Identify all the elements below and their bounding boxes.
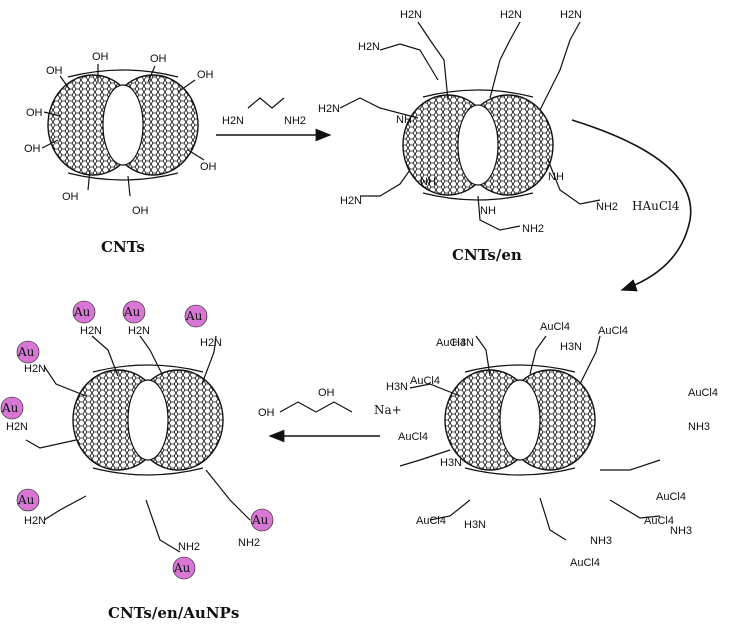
svg-text:OH: OH [92,51,109,63]
svg-text:H2N: H2N [560,9,582,21]
svg-text:OH: OH [132,205,149,217]
svg-text:Au: Au [123,305,141,319]
svg-text:Au: Au [73,305,91,319]
haucl4-reagent: HAuCl4 [632,199,680,213]
en-reagent: H2N NH2 [222,97,306,127]
cnt-en-structure [339,21,601,231]
svg-text:Au: Au [17,345,35,359]
svg-text:AuCl4: AuCl4 [656,491,686,503]
svg-text:Au: Au [173,561,191,575]
svg-text:AuCl4: AuCl4 [540,321,570,333]
cnt-salt-structure [399,335,661,541]
svg-text:OH: OH [258,407,275,419]
svg-text:H2N: H2N [24,515,46,527]
svg-text:H2N: H2N [6,421,28,433]
svg-text:OH: OH [318,387,335,399]
svg-text:H3N: H3N [560,341,582,353]
svg-text:Au: Au [185,309,203,323]
svg-text:AuCl4: AuCl4 [598,325,628,337]
au-labels: Au Au Au Au Au Au Au Au [1,305,269,575]
svg-text:OH: OH [24,143,41,155]
svg-text:OH: OH [200,161,217,173]
svg-text:H2N: H2N [200,337,222,349]
svg-text:NH: NH [396,114,412,126]
svg-text:NH2: NH2 [522,223,544,235]
svg-text:H3N: H3N [440,457,462,469]
salt-labels: AuCl4 AuCl4 AuCl4 AuCl4 AuCl4 AuCl4 AuCl… [386,321,718,569]
svg-text:NH3: NH3 [688,421,710,433]
svg-text:NH: NH [420,176,436,188]
reaction-arrow-2 [571,119,692,292]
svg-text:NH: NH [548,171,564,183]
svg-text:OH: OH [197,69,214,81]
svg-text:H3N: H3N [452,337,474,349]
svg-text:Au: Au [1,401,19,415]
label-cnts: CNTs [101,238,145,256]
au-nanoparticles [0,300,274,580]
svg-text:H2N: H2N [222,115,244,127]
svg-text:AuCl4: AuCl4 [570,557,600,569]
svg-text:AuCl4: AuCl4 [398,431,428,443]
svg-text:H2N: H2N [128,325,150,337]
svg-text:OH: OH [46,65,63,77]
svg-text:NH3: NH3 [670,525,692,537]
svg-text:H2N: H2N [80,325,102,337]
svg-text:AuCl4: AuCl4 [436,337,466,349]
svg-text:H2N: H2N [318,103,340,115]
svg-text:H2N: H2N [340,195,362,207]
svg-text:NH3: NH3 [590,535,612,547]
svg-text:Na+: Na+ [374,403,402,417]
label-cnts-en: CNTs/en [452,246,522,264]
svg-text:NH: NH [480,205,496,217]
cnt-en-group-labels: H2N H2N H2N H2N H2N H2N NH2 NH2 NH NH NH… [318,9,618,235]
svg-text:NH2: NH2 [178,541,200,553]
svg-text:NH2: NH2 [284,115,306,127]
cnt-au-structure [25,335,251,553]
svg-text:OH: OH [26,107,43,119]
svg-text:AuCl4: AuCl4 [688,387,718,399]
label-cnts-en-aunps: CNTs/en/AuNPs [108,604,240,622]
svg-text:AuCl4: AuCl4 [644,515,674,527]
svg-text:OH: OH [150,53,167,65]
svg-text:AuCl4: AuCl4 [416,515,446,527]
svg-text:Au: Au [251,513,269,527]
cnt-structure [41,64,205,197]
svg-text:H2N: H2N [24,363,46,375]
svg-text:AuCl4: AuCl4 [410,375,440,387]
cnt-acid-labels: OH OH OH OH OH OH OH OH OH [24,51,217,217]
svg-text:Au: Au [17,493,35,507]
svg-text:OH: OH [62,191,79,203]
svg-text:H2N: H2N [500,9,522,21]
svg-text:H2N: H2N [400,9,422,21]
au-amine-labels: H2N H2N H2N H2N H2N H2N NH2 NH2 [6,325,260,553]
svg-text:NH2: NH2 [238,537,260,549]
svg-text:H3N: H3N [386,381,408,393]
svg-text:H2N: H2N [358,41,380,53]
svg-text:H3N: H3N [464,519,486,531]
citrate-reagent: OH OH Na+ [258,387,402,419]
svg-text:NH2: NH2 [596,201,618,213]
